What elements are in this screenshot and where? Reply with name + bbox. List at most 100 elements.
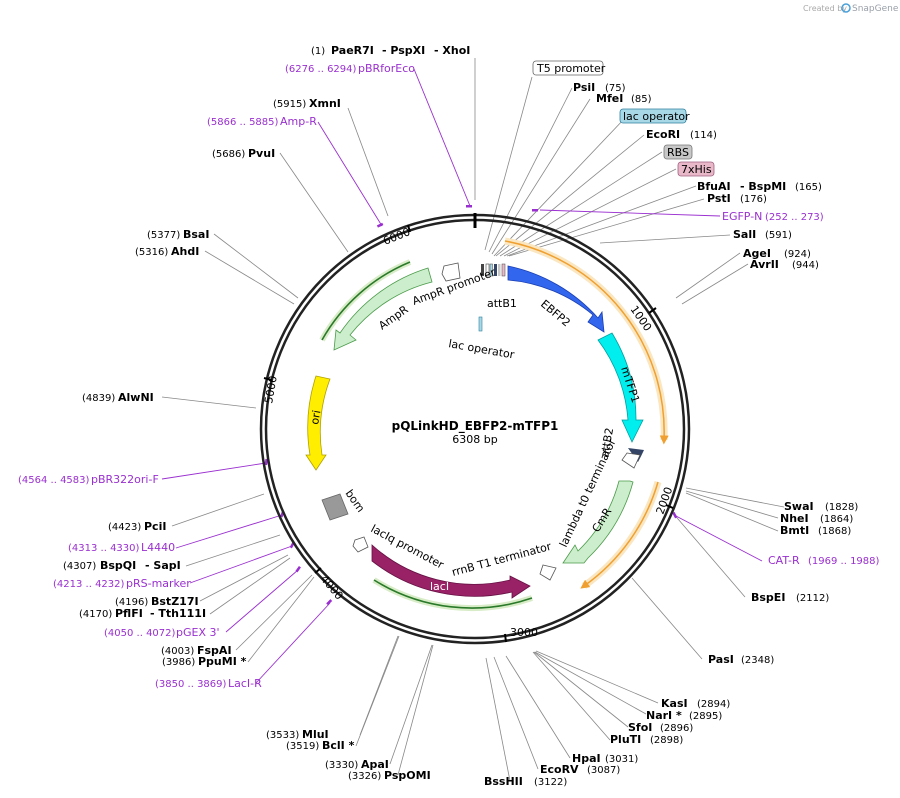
right-leader-lines bbox=[474, 58, 785, 782]
scale-ticks bbox=[263, 224, 674, 643]
site-pos: (4307) bbox=[63, 561, 96, 572]
label-attb1: attB1 bbox=[487, 297, 517, 310]
site-pos: (4003) bbox=[161, 646, 194, 657]
feature-ampr-promoter[interactable] bbox=[441, 262, 461, 282]
site-ppumi: PpuMI * bbox=[198, 655, 247, 668]
feature-cmr[interactable] bbox=[562, 480, 634, 564]
credit-prefix: Created by bbox=[803, 4, 847, 13]
primer-egfpn: EGFP-N bbox=[722, 210, 762, 223]
site-mfei: MfeI bbox=[596, 92, 623, 105]
primer-range: (4213 .. 4232) bbox=[53, 579, 125, 590]
boxed-labels: T5 promoter lac operator RBS 7xHis bbox=[532, 60, 715, 177]
plasmid-name: pQLinkHD_EBFP2-mTFP1 bbox=[392, 419, 559, 434]
primer-range: (252 .. 273) bbox=[765, 212, 824, 223]
primer-l4440: L4440 bbox=[141, 541, 175, 554]
feature-bom[interactable] bbox=[321, 493, 349, 521]
site-pvui: PvuI bbox=[248, 147, 275, 160]
tick-5000: 5000 bbox=[262, 375, 280, 405]
site-pos: (2112) bbox=[796, 593, 829, 604]
site-psti: PstI bbox=[707, 192, 731, 205]
site-bcli: BclI * bbox=[322, 739, 355, 752]
tick-3000: 3000 bbox=[510, 626, 538, 639]
site-xmni: XmnI bbox=[309, 97, 341, 110]
site-alwni: AlwNI bbox=[118, 391, 154, 404]
site-fspai: FspAI bbox=[197, 644, 232, 657]
site-mlui: MluI bbox=[302, 728, 329, 741]
primer-range: (4050 .. 4072) bbox=[104, 628, 176, 639]
site-pcii: PciI bbox=[144, 520, 166, 533]
credit-brand: SnapGene bbox=[852, 4, 899, 14]
site-nhei: NheI bbox=[780, 512, 809, 525]
site-pos: (5377) bbox=[147, 230, 180, 241]
feature-ampr[interactable] bbox=[333, 267, 433, 351]
site-pos: (3986) bbox=[162, 657, 195, 668]
site-pos: (5915) bbox=[273, 99, 306, 110]
site-pos: (4196) bbox=[115, 597, 148, 608]
label-laci: lacI bbox=[430, 580, 449, 593]
primer-range: (1969 .. 1988) bbox=[808, 556, 880, 567]
site-bspei: BspEI bbox=[751, 591, 785, 604]
site-pos: (1) bbox=[311, 46, 325, 57]
label-lac-operator: lac operator bbox=[447, 337, 515, 361]
feature-laci[interactable] bbox=[371, 544, 531, 599]
site-pos: (75) bbox=[605, 83, 626, 94]
site-pos: (1864) bbox=[820, 514, 853, 525]
primer-prsmarker: pRS-marker bbox=[126, 577, 191, 590]
site-pos: (3031) bbox=[605, 754, 638, 765]
primer-range: (6276 .. 6294) bbox=[285, 64, 357, 75]
box-t5-promoter: T5 promoter bbox=[536, 62, 606, 75]
primer-pbrforeco: pBRforEco bbox=[358, 62, 415, 75]
site-ahdi: AhdI bbox=[171, 245, 199, 258]
site-pos: (1828) bbox=[825, 502, 858, 513]
feature-laciq-promoter[interactable] bbox=[352, 536, 369, 553]
site-pos: (5316) bbox=[135, 247, 168, 258]
right-site-labels: (1) PaeR7I - PspXI - XhoI PsiI (75) MfeI… bbox=[311, 44, 858, 788]
site-bmti: BmtI bbox=[780, 524, 809, 537]
feature-ori[interactable] bbox=[305, 375, 331, 471]
site-bsshii: BssHII bbox=[484, 775, 523, 788]
site-pos: (944) bbox=[792, 260, 819, 271]
tick-6000: 6000 bbox=[381, 225, 412, 248]
primer-ampr: Amp-R bbox=[280, 115, 317, 128]
site-pos: (3122) bbox=[534, 777, 567, 788]
plasmid-length: 6308 bp bbox=[452, 433, 497, 446]
green-orf-arcs bbox=[319, 259, 533, 611]
feature-mtfp1[interactable] bbox=[597, 332, 644, 443]
primer-range: (4564 .. 4583) bbox=[18, 475, 90, 486]
orf-arcs bbox=[504, 237, 669, 589]
label-rrnb-t1: rrnB T1 terminator bbox=[450, 540, 553, 579]
feature-rrnb-t1[interactable] bbox=[539, 564, 557, 581]
site-pluti: PluTI bbox=[610, 733, 641, 746]
feature-ebfp2[interactable] bbox=[507, 265, 605, 333]
site-bfuai: BfuAI bbox=[697, 180, 731, 193]
primer-range: (5866 .. 5885) bbox=[207, 117, 279, 128]
feature-lambda-t0[interactable] bbox=[621, 452, 641, 469]
site-pos: (3087) bbox=[587, 765, 620, 776]
left-leader-lines bbox=[161, 107, 434, 776]
site-bstz17i: BstZ17I bbox=[151, 595, 199, 608]
site-pos: (2895) bbox=[689, 711, 722, 722]
site-pos: (3519) bbox=[286, 741, 319, 752]
site-ecori: EcoRI bbox=[646, 128, 680, 141]
site-ecorv: EcoRV bbox=[540, 763, 579, 776]
site-sapi: - SapI bbox=[145, 559, 181, 572]
site-pos: (2348) bbox=[741, 655, 774, 666]
site-pos: (1868) bbox=[818, 526, 851, 537]
site-pos: (3533) bbox=[266, 730, 299, 741]
site-bspqi: BspQI bbox=[100, 559, 136, 572]
site-agei: AgeI bbox=[743, 247, 771, 260]
site-xhoi: - XhoI bbox=[434, 44, 470, 57]
site-pos: (924) bbox=[784, 249, 811, 260]
tick-4000: 4000 bbox=[318, 573, 346, 603]
site-pos: (85) bbox=[631, 94, 652, 105]
primer-catr: CAT-R bbox=[768, 554, 800, 567]
site-tth111i: - Tth111I bbox=[150, 607, 206, 620]
site-pos: (176) bbox=[740, 194, 767, 205]
site-pspxi: - PspXI bbox=[382, 44, 425, 57]
box-lac-operator: lac operator bbox=[623, 110, 690, 123]
site-pos: (2896) bbox=[660, 723, 693, 734]
primer-marks bbox=[264, 205, 678, 606]
site-pos: (3326) bbox=[348, 771, 381, 782]
site-hpai: HpaI bbox=[572, 752, 601, 765]
